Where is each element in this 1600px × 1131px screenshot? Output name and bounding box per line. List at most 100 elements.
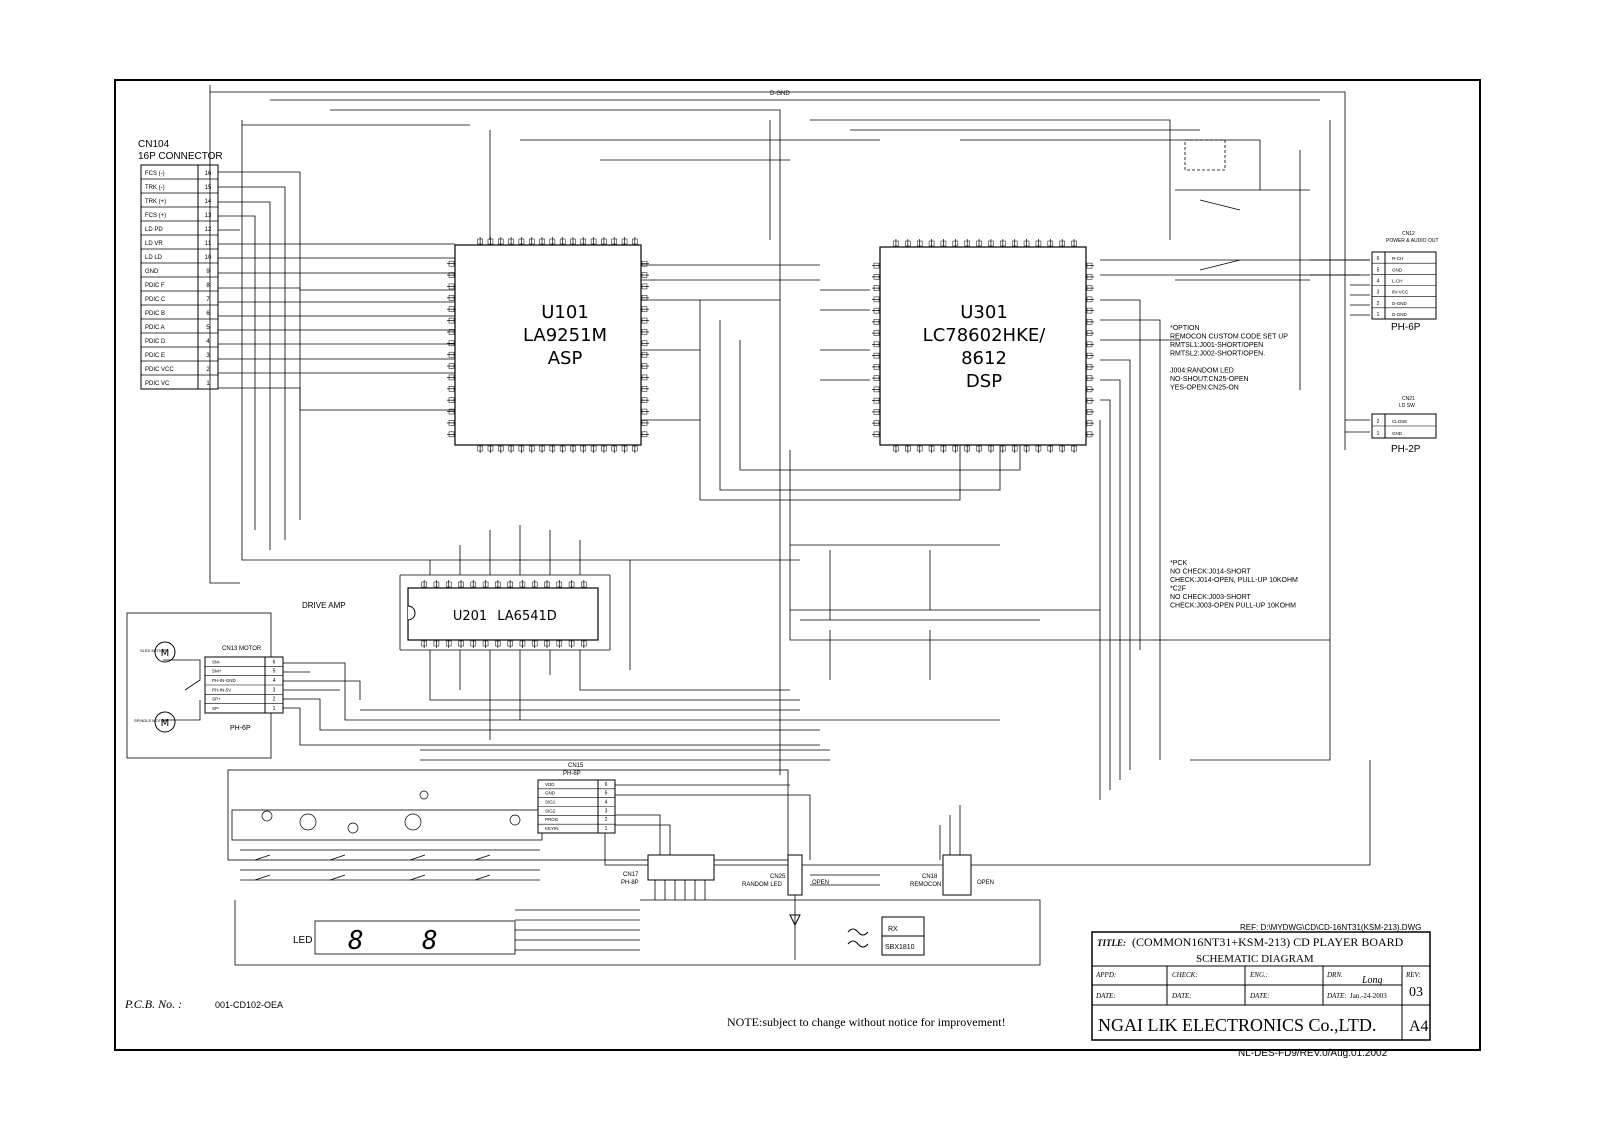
note-line: *OPTION (1170, 325, 1200, 332)
cn13-pin-number: 5 (273, 669, 276, 675)
cn13-pin-number: 6 (273, 659, 276, 665)
date-label-3: DATE: (1249, 992, 1270, 1000)
cn15-pin-label: SIG2 (545, 808, 556, 813)
cn104-pin-label: PDIC E (145, 353, 165, 359)
cn104-pin-number: 1 (206, 381, 210, 387)
led-label: LED (293, 935, 312, 946)
note-line: CHECK:J003-OPEN PULL-UP 10KOHM (1170, 603, 1296, 610)
cn104-pin-number: 9 (206, 269, 210, 275)
cn13-pin-number: 3 (273, 687, 276, 693)
d-gnd-label: D-GND (770, 91, 790, 97)
u201-ref: U201 (453, 609, 487, 624)
cn104-subtitle: 16P CONNECTOR (138, 151, 223, 162)
u201-part: LA6541D (497, 609, 557, 624)
cn12-pin-number: 5 (1377, 267, 1380, 273)
cn21-pin-label: CLOSE (1392, 419, 1407, 424)
cn104-pin-number: 13 (205, 213, 212, 219)
note-line: REMOCON CUSTOM CODE SET UP (1170, 334, 1288, 341)
note-line: NO-SHOUT:CN25-OPEN (1170, 376, 1249, 383)
cn13-pin-label: SP+ (212, 697, 221, 702)
note-line: CHECK:J014-OPEN, PULL-UP 10KOHM (1170, 577, 1298, 584)
cn12-pin-label: 8V-VCC (1392, 290, 1409, 295)
u301-chip: U301 LC78602HKE/ 8612 DSP (872, 239, 1094, 453)
cn12-title: CN12 (1402, 231, 1415, 237)
cn12-pin-number: 3 (1377, 290, 1380, 296)
note-line: NO CHECK:J014-SHORT (1170, 569, 1252, 576)
sled-motor-icon (154, 641, 176, 663)
cn12-pin-number: 1 (1377, 312, 1380, 318)
cn104-pin-label: PDIC C (145, 297, 166, 303)
cn15-pin-label: VDD (545, 782, 555, 787)
cn104-pin-label: GND (145, 269, 159, 275)
ir-wave-icon (847, 928, 869, 948)
note-line: *C2F (1170, 586, 1186, 593)
cn104-pin-number: 12 (205, 227, 212, 233)
company-name: NGAI LIK ELECTRONICS Co.,LTD. (1098, 1015, 1376, 1035)
cn104-pin-label: FCS (-) (145, 171, 165, 177)
sled-motor-label: SLED MOTOR (140, 648, 166, 653)
front-panel-components (254, 790, 521, 881)
rev-value: 03 (1409, 985, 1423, 1000)
cn13-pin-label: SM- (212, 659, 221, 664)
cn12-pin-number: 2 (1377, 301, 1380, 307)
cn12-pin-label: D-GND (1392, 312, 1407, 317)
cn21-title: CN21 (1402, 396, 1415, 402)
note-line: RMTSL1:J001-SHORT/OPEN (1170, 342, 1263, 349)
ref-path: REF: D:\MYDWG\CD\CD-16NT31(KSM-213).DWG (1240, 923, 1421, 932)
cn15-label: CN15 (568, 763, 584, 769)
cn104-pin-label: LD LD (145, 255, 163, 261)
led-digit-1: 8 (348, 926, 364, 956)
drn-label: DRN. (1326, 971, 1343, 979)
date-value: Jan.-24-2003 (1350, 992, 1387, 1000)
wiring (126, 85, 1371, 966)
cn13-pin-label: SM+ (212, 669, 222, 674)
cn104-pin-number: 16 (205, 171, 212, 177)
u301-func: DSP (966, 371, 1002, 392)
cn12-pin-number: 6 (1377, 256, 1380, 262)
cn12-sub: POWER & AUDIO OUT (1386, 238, 1439, 244)
title-block: REF: D:\MYDWG\CD\CD-16NT31(KSM-213).DWG … (1091, 923, 1431, 1059)
eng-label: ENG.: (1249, 971, 1268, 979)
u101-part: LA9251M (523, 325, 607, 346)
pcb-number: 001-CD102-OEA (215, 1000, 283, 1010)
u201-chip: U201 LA6541D (407, 580, 599, 648)
cn104-pin-label: PDIC VC (145, 381, 170, 387)
date-label-2: DATE: (1171, 992, 1192, 1000)
appd-label: APPD: (1095, 971, 1116, 979)
motor-section: M SLED MOTOR M SPINDLE MOTOR CN13 MOTOR … (134, 641, 284, 733)
cn13-ph6p: PH-6P (230, 725, 251, 732)
cn25-label: CN25 (770, 874, 786, 880)
sheet-size: A4 (1409, 1018, 1429, 1035)
svg-text:M: M (161, 718, 170, 729)
date-label-4: DATE: (1326, 992, 1347, 1000)
cn15-pin-label: GND (545, 791, 556, 796)
u101-func: ASP (548, 348, 583, 369)
cn15-pin-number: 1 (605, 826, 608, 832)
cn104-pin-number: 11 (205, 241, 212, 247)
note-line: YES-OPEN:CN25-ON (1170, 385, 1239, 392)
cn104-pin-label: PDIC VCC (145, 367, 174, 373)
cn104-pin-number: 3 (206, 353, 210, 359)
cn17-connector: CN17 PH-8P (621, 854, 715, 886)
cn15-pin-number: 6 (605, 782, 608, 788)
rx-part: SBX1810 (885, 944, 915, 951)
cn13-pin-number: 2 (273, 697, 276, 703)
note-line: *PCK (1170, 560, 1187, 567)
cn104-pin-label: LD VR (145, 241, 163, 247)
cn25-sub: RANDOM LED (742, 882, 783, 888)
cn104-pin-number: 5 (206, 325, 210, 331)
drn-signature: Long (1361, 975, 1383, 986)
cn15-pin-number: 5 (605, 791, 608, 797)
cn15-pin-number: 3 (605, 808, 608, 814)
change-note: NOTE:subject to change without notice fo… (727, 1015, 1006, 1029)
cn104-pin-label: TRK (+) (145, 199, 166, 205)
cn21-pin-number: 1 (1377, 431, 1380, 437)
cn13-pin-label: PH-IN-GND (212, 678, 236, 683)
cn12-pin-label: L-CH (1392, 279, 1403, 284)
rev-label: REV: (1405, 971, 1421, 979)
cn15-pin-label: PROG (545, 817, 559, 822)
cn104-title: CN104 (138, 139, 170, 150)
